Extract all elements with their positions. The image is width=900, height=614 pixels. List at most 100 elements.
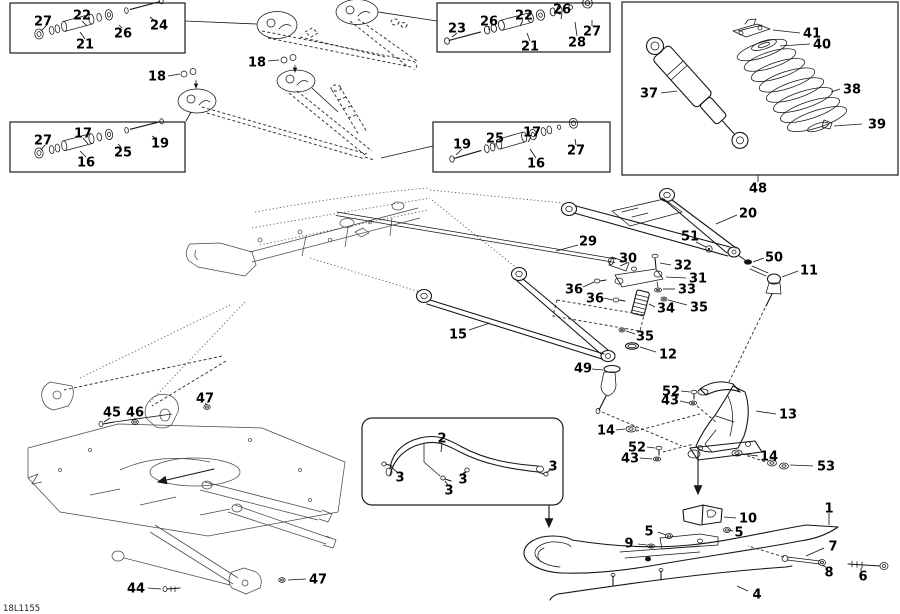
- part-label-25: 25: [114, 146, 132, 161]
- leader-line: [752, 257, 765, 263]
- part-label-28: 28: [568, 36, 586, 51]
- part-label-27: 27: [34, 15, 52, 30]
- leader-line: [781, 270, 799, 278]
- leader-line: [555, 244, 579, 252]
- leader-line: [679, 400, 690, 404]
- steering-arm-hardware-drawing: [552, 253, 668, 350]
- part-label-36: 36: [586, 292, 604, 307]
- leader-line: [560, 13, 563, 20]
- lower-a-arm-ghost-drawing: [177, 54, 434, 161]
- spring-retainer-top-drawing: [732, 18, 777, 51]
- part-label-1: 1: [824, 502, 833, 517]
- leader-line: [440, 442, 443, 453]
- part-label-14: 14: [760, 450, 778, 465]
- part-label-14: 14: [597, 424, 615, 439]
- magnifier-circle-icon: [177, 88, 217, 114]
- part-label-35: 35: [690, 301, 708, 316]
- runner-drawing: [549, 565, 793, 601]
- leader-line: [468, 322, 491, 331]
- magnifier-circle-icon: [335, 0, 379, 25]
- leader-line: [529, 148, 537, 159]
- tie-rod-end-drawing: [727, 254, 782, 385]
- leader-line: [723, 516, 737, 519]
- lower-a-arm-drawing: [415, 266, 683, 447]
- part-label-3: 3: [548, 460, 557, 475]
- part-label-22: 22: [73, 9, 91, 24]
- leader-line: [637, 543, 648, 546]
- chassis-sketch-top: [185, 187, 564, 293]
- part-label-37: 37: [640, 87, 658, 102]
- upper-a-arm-ghost-drawing: [184, 0, 438, 71]
- leader-line: [444, 480, 449, 486]
- leader-line: [665, 276, 687, 279]
- part-label-26: 26: [114, 27, 132, 42]
- tie-rod-drawing: [335, 211, 637, 272]
- part-label-51: 51: [681, 230, 699, 245]
- part-label-44: 44: [127, 582, 145, 597]
- magnifier-circle-icon: [276, 69, 316, 93]
- leader-line: [619, 262, 628, 267]
- bulkhead-sketch-bottom-left: [27, 301, 346, 595]
- part-label-47: 47: [196, 392, 214, 407]
- detail-box-hardware-mid-right: [432, 117, 611, 173]
- leader-line: [715, 214, 738, 225]
- part-label-10: 10: [739, 512, 757, 527]
- part-label-11: 11: [800, 264, 818, 279]
- leader-line: [830, 88, 841, 93]
- leader-line: [736, 585, 749, 592]
- drawing-code: 18L1155: [3, 604, 40, 614]
- spring-retainer-bottom-drawing: [807, 119, 833, 133]
- part-label-16: 16: [77, 156, 95, 171]
- part-label-5: 5: [644, 525, 653, 540]
- part-label-52: 52: [662, 385, 680, 400]
- spindle-knuckle-drawing: [625, 381, 789, 470]
- part-label-21: 21: [521, 40, 539, 55]
- leader-line: [728, 529, 734, 532]
- leader-line: [451, 32, 458, 38]
- magnifier-circle-icon: [256, 11, 298, 39]
- part-label-20: 20: [739, 207, 757, 222]
- part-label-27: 27: [567, 144, 585, 159]
- leader-line: [117, 143, 122, 148]
- part-label-47: 47: [309, 573, 327, 588]
- part-label-46: 46: [126, 406, 144, 421]
- part-label-32: 32: [674, 259, 692, 274]
- part-label-43: 43: [661, 394, 679, 409]
- part-label-48: 48: [749, 182, 767, 197]
- part-label-41: 41: [803, 27, 821, 42]
- leader-line: [118, 24, 123, 29]
- leader-line: [40, 25, 47, 32]
- part-label-49: 49: [574, 362, 592, 377]
- shock-absorber-drawing: [645, 36, 749, 149]
- part-label-18: 18: [248, 56, 266, 71]
- leader-line: [204, 402, 208, 406]
- part-label-16: 16: [527, 157, 545, 172]
- part-label-39: 39: [868, 118, 886, 133]
- leader-line: [667, 299, 688, 306]
- part-label-2: 2: [437, 432, 446, 447]
- leader-line: [648, 303, 656, 308]
- part-label-13: 13: [779, 408, 797, 423]
- leader-line: [591, 368, 604, 371]
- part-label-36: 36: [565, 283, 583, 298]
- coil-spring-drawing: [736, 38, 847, 132]
- part-label-26: 26: [553, 3, 571, 18]
- ski-drawing: [523, 504, 889, 601]
- leader-line: [680, 390, 691, 393]
- ski-stopper-drawing: [682, 504, 723, 526]
- part-label-27: 27: [583, 25, 601, 40]
- leader-line: [167, 73, 181, 77]
- leader-line: [772, 29, 801, 34]
- part-label-15: 15: [449, 328, 467, 343]
- leader-line: [603, 297, 614, 301]
- part-label-30: 30: [619, 252, 637, 267]
- detail-box-hardware-top-right: [436, 0, 611, 53]
- leader-line: [545, 469, 551, 474]
- part-label-22: 22: [515, 9, 533, 24]
- part-label-8: 8: [824, 566, 833, 581]
- leader-line: [615, 428, 626, 431]
- part-label-53: 53: [817, 460, 835, 475]
- part-label-6: 6: [858, 570, 867, 585]
